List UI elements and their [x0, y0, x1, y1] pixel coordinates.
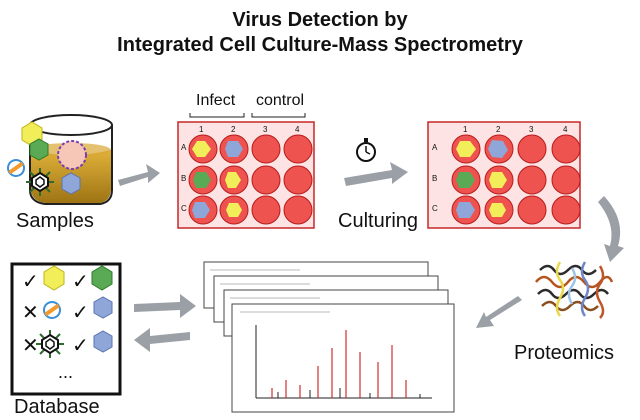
proteomics-label: Proteomics [514, 342, 615, 364]
green-hexagon-icon [29, 138, 49, 161]
samples-label: Samples [16, 210, 94, 232]
stopwatch-icon [356, 138, 376, 162]
db-ellipsis: ... [58, 362, 74, 382]
plate1-col-4: 4 [295, 125, 300, 134]
arrow-to-plate-2 [344, 162, 408, 186]
sample-beaker-icon [7, 114, 113, 205]
pink-virus-icon [57, 140, 87, 170]
plate1-row-c: C [181, 204, 187, 213]
plate2-col-3: 3 [529, 125, 534, 134]
arrow-to-plate-1 [118, 164, 160, 186]
rod-virus-icon [7, 159, 25, 177]
arrow-to-proteomics [598, 196, 624, 262]
title-line-1: Virus Detection by [232, 9, 408, 31]
db-mark-6: ✓ [72, 335, 89, 357]
control-label: control [256, 92, 305, 109]
plate1-col-1: 1 [199, 125, 204, 134]
culture-plate-2 [427, 121, 581, 229]
plate2-row-b: B [432, 174, 438, 183]
plate1-col-3: 3 [263, 125, 268, 134]
plate2-row-c: C [432, 204, 438, 213]
db-mark-1: ✓ [22, 271, 39, 293]
spiky-virus-icon [26, 168, 54, 196]
culturing-label: Culturing [338, 210, 419, 232]
db-mark-2: ✓ [72, 271, 89, 293]
database-box [10, 262, 122, 396]
plate2-row-a: A [432, 143, 438, 152]
title-line-2: Integrated Cell Culture-Mass Spectrometr… [117, 34, 523, 56]
arrow-database-to-spectra [134, 328, 190, 352]
arrow-to-spectra [476, 296, 522, 328]
plate2-col-4: 4 [563, 125, 568, 134]
plate2-col-2: 2 [496, 125, 501, 134]
plate1-row-a: A [181, 143, 187, 152]
blue-hexagon-icon [61, 172, 81, 195]
infect-label: Infect [196, 92, 236, 109]
db-mark-3: ✕ [22, 302, 39, 324]
protein-structure-icon [535, 261, 614, 319]
db-mark-5: ✕ [22, 335, 39, 357]
db-mark-4: ✓ [72, 302, 89, 324]
culture-plate-1 [177, 113, 315, 229]
plate2-col-1: 1 [463, 125, 468, 134]
database-label: Database [14, 396, 100, 418]
plate1-col-2: 2 [231, 125, 236, 134]
mass-spectra-stack [203, 261, 455, 413]
plate1-row-b: B [181, 174, 187, 183]
arrow-spectra-to-database [134, 294, 196, 318]
